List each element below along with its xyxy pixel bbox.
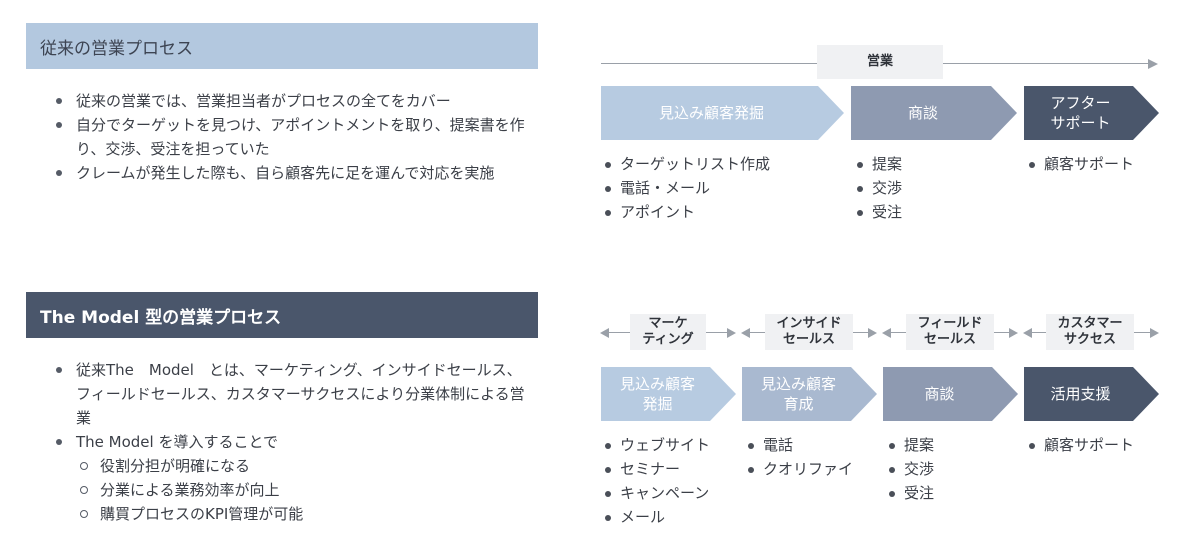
phase-label-inside-sales: インサイド セールス — [765, 314, 853, 350]
step-prospecting: 見込み顧客発掘 — [601, 86, 844, 140]
left-arrowhead-icon — [882, 327, 891, 338]
step-negotiation: 商談 — [883, 367, 1018, 421]
list-item: 受注 — [886, 481, 934, 505]
step-label: 商談 — [907, 104, 938, 122]
step-adoption-support: 活用支援 — [1024, 367, 1159, 421]
sales-phase-label: 営業 — [817, 45, 943, 79]
left-arrowhead-icon — [1023, 327, 1032, 338]
list-item: ターゲットリスト作成 — [602, 152, 770, 176]
right-arrowhead-icon — [1150, 327, 1159, 338]
lead-nurturing-activities: 電話 クオリファイ — [745, 433, 853, 481]
sub-list-item: 役割分担が明確になる — [52, 454, 532, 478]
left-arrowhead-icon — [600, 327, 609, 338]
step-label: アフター サポート — [1050, 94, 1111, 132]
list-item: 自分でターゲットを見つけ、アポイントメントを取り、提案書を作り、交渉、受注を担っ… — [52, 113, 532, 161]
step-label: 活用支援 — [1050, 385, 1111, 403]
traditional-section-header: 従来の営業プロセス — [26, 23, 538, 69]
traditional-bullet-list: 従来の営業では、営業担当者がプロセスの全てをカバー 自分でターゲットを見つけ、ア… — [52, 89, 532, 185]
list-item: キャンペーン — [602, 481, 710, 505]
sub-list-item: 分業による業務効率が向上 — [52, 478, 532, 502]
right-arrowhead-icon — [1009, 327, 1018, 338]
adoption-support-activities: 顧客サポート — [1026, 433, 1134, 457]
step-lead-nurturing: 見込み顧客 育成 — [742, 367, 877, 421]
step-label: 見込み顧客 育成 — [760, 375, 836, 413]
model-bullet-list: 従来The Model とは、マーケティング、インサイドセールス、フィールドセー… — [52, 358, 532, 526]
left-arrowhead-icon — [741, 327, 750, 338]
list-item: 交渉 — [854, 176, 902, 200]
list-item: 電話 — [745, 433, 853, 457]
list-item: 顧客サポート — [1026, 433, 1134, 457]
model-section-header: The Model 型の営業プロセス — [26, 292, 538, 338]
list-item: メール — [602, 505, 710, 529]
list-item: アポイント — [602, 200, 770, 224]
list-item: 交渉 — [886, 457, 934, 481]
list-item: 提案 — [854, 152, 902, 176]
list-item: 受注 — [854, 200, 902, 224]
list-item: セミナー — [602, 457, 710, 481]
step-after-support: アフター サポート — [1024, 86, 1159, 140]
traditional-section-title: 従来の営業プロセス — [40, 38, 193, 59]
negotiation-activities: 提案 交渉 受注 — [854, 152, 902, 224]
list-item: クレームが発生した際も、自ら顧客先に足を運んで対応を実施 — [52, 161, 532, 185]
model-section-title: The Model 型の営業プロセス — [40, 307, 282, 328]
list-item: 顧客サポート — [1026, 152, 1134, 176]
phase-label-customer-success: カスタマー サクセス — [1046, 314, 1134, 350]
timeline-right-arrowhead-icon — [1148, 58, 1158, 69]
list-item: ウェブサイト — [602, 433, 710, 457]
list-item: 従来の営業では、営業担当者がプロセスの全てをカバー — [52, 89, 532, 113]
right-arrowhead-icon — [727, 327, 736, 338]
step-lead-generation: 見込み顧客 発掘 — [601, 367, 736, 421]
step-label: 商談 — [924, 385, 955, 403]
list-item: クオリファイ — [745, 457, 853, 481]
list-item: 従来The Model とは、マーケティング、インサイドセールス、フィールドセー… — [52, 358, 532, 430]
phase-label-field-sales: フィールド セールス — [906, 314, 994, 350]
prospecting-activities: ターゲットリスト作成 電話・メール アポイント — [602, 152, 770, 224]
step-label: 見込み顧客 発掘 — [619, 375, 695, 413]
list-item: The Model を導入することで — [52, 430, 532, 454]
right-arrowhead-icon — [868, 327, 877, 338]
sub-list-item: 購買プロセスのKPI管理が可能 — [52, 502, 532, 526]
list-item: 電話・メール — [602, 176, 770, 200]
after-support-activities: 顧客サポート — [1026, 152, 1134, 176]
step-negotiation: 商談 — [851, 86, 1017, 140]
step-label: 見込み顧客発掘 — [658, 104, 764, 122]
list-item: 提案 — [886, 433, 934, 457]
negotiation-activities: 提案 交渉 受注 — [886, 433, 934, 505]
phase-label-marketing: マーケ ティング — [630, 314, 706, 350]
lead-generation-activities: ウェブサイト セミナー キャンペーン メール — [602, 433, 710, 529]
